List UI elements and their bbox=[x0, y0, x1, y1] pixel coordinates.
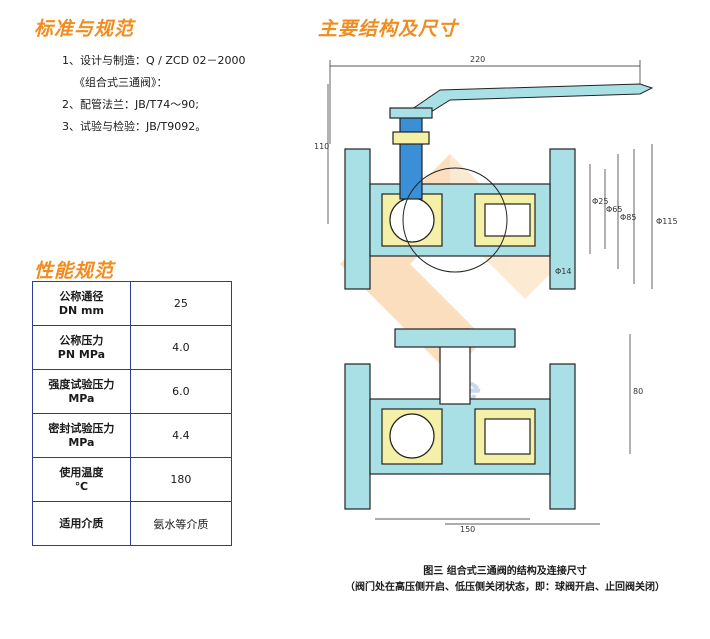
standards-list: 1、设计与制造：Q / ZCD 02－2000 《组合式三通阀》： 2、配管法兰… bbox=[62, 50, 246, 138]
spec-value: 氨水等介质 bbox=[129, 501, 233, 546]
figure-caption: 图三 组合式三通阀的结构及连接尺寸 bbox=[423, 566, 587, 577]
spec-value: 25 bbox=[129, 281, 233, 326]
dim-label: 220 bbox=[470, 55, 485, 64]
spec-value: 180 bbox=[129, 457, 233, 502]
standard-item: 《组合式三通阀》： bbox=[74, 76, 168, 89]
dim-label: 110 bbox=[314, 142, 329, 151]
valve-drawing: 迎 成 bbox=[314, 55, 678, 534]
dim-label: Φ14 bbox=[555, 267, 571, 276]
spec-key: 适用介质 bbox=[32, 501, 131, 546]
spec-value: 6.0 bbox=[129, 369, 233, 414]
dim-label: 150 bbox=[460, 525, 475, 534]
performance-heading: 性能规范 bbox=[34, 260, 115, 282]
standard-item: 1、设计与制造：Q / ZCD 02－2000 bbox=[62, 54, 246, 67]
figure-note: （阀门处在高压侧开启、低压侧关闭状态，即：球阀开启、止回阀关闭） bbox=[345, 582, 665, 593]
standards-heading: 标准与规范 bbox=[34, 18, 135, 40]
dim-label: Φ85 bbox=[620, 213, 636, 222]
standard-item: 2、配管法兰：JB/T74～90; bbox=[62, 98, 199, 111]
dim-label: Φ115 bbox=[656, 217, 678, 226]
dim-label: Φ25 bbox=[592, 197, 608, 206]
table-row: 适用介质 氨水等介质 bbox=[32, 501, 233, 546]
spec-value: 4.0 bbox=[129, 325, 233, 370]
spec-key: 使用温度℃ bbox=[32, 457, 131, 502]
structure-heading: 主要结构及尺寸 bbox=[318, 18, 459, 40]
spec-value: 4.4 bbox=[129, 413, 233, 458]
standard-item: 3、试验与检验：JB/T9092。 bbox=[62, 120, 207, 133]
dim-label: 80 bbox=[633, 387, 643, 396]
dim-label: Φ65 bbox=[606, 205, 622, 214]
table-row: 使用温度℃ 180 bbox=[32, 457, 233, 502]
